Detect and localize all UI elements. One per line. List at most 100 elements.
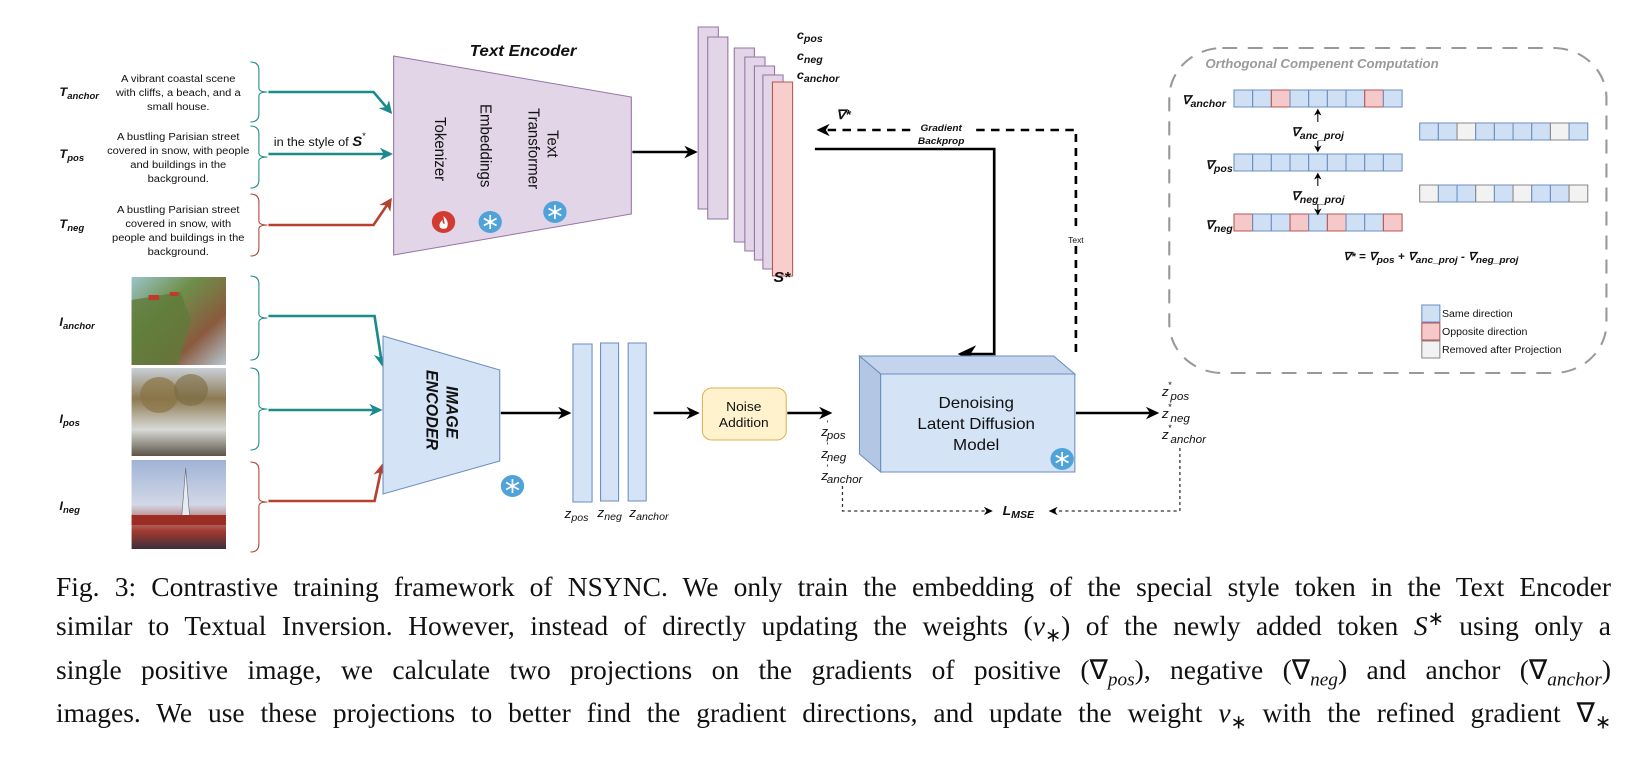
cond-label-anchor: canchor: [797, 68, 840, 85]
text-input-neg: Tneg A bustling Parisian street covered …: [59, 193, 268, 258]
text-input-anchor: Tanchor A vibrant coastal scene with cli…: [59, 61, 268, 123]
diffusion-model-label-line1: Denoising: [938, 394, 1013, 411]
legend-label-same: Same direction: [1442, 309, 1513, 320]
grad-label-anchor: ∇anchor: [1182, 93, 1227, 110]
latent-anchor: [627, 342, 647, 502]
gradient-cell-same: [1289, 89, 1310, 108]
gradient-cell-same: [1364, 213, 1384, 232]
gradient-cell-same: [1456, 184, 1477, 203]
legend-swatch-opposite: [1421, 322, 1441, 341]
gradient-cell-removed: [1549, 122, 1570, 141]
prompt-neg-line: covered in snow, with: [125, 218, 231, 230]
gradient-cell-same: [1252, 153, 1272, 172]
gradient-cell-same: [1326, 153, 1347, 172]
prompt-pos-line: background.: [148, 173, 209, 185]
cond-label-neg: cneg: [797, 49, 824, 66]
token-embedding-stack: ⋮: [697, 26, 794, 277]
caption-line-1: Fig. 3: Contrastive training framework o…: [56, 571, 1611, 602]
special-token-label: S*: [774, 269, 792, 285]
gradient-cell-same: [1364, 153, 1384, 172]
token-embedding: [707, 36, 729, 220]
denoised-latent-label-neg: z*neg: [1161, 402, 1191, 425]
nsync-framework-diagram: Tanchor A vibrant coastal scene with cli…: [59, 26, 1608, 553]
legend: Same direction Opposite direction Remove…: [1421, 304, 1562, 359]
image-label-anchor: Ianchor: [59, 315, 96, 331]
latent-pos: [572, 343, 593, 503]
gradient-cell-opposite: [1364, 89, 1384, 108]
prompt-neg-line: people and buildings in the: [112, 232, 244, 244]
prompt-neg-line: background.: [148, 246, 209, 258]
grad-row-anc-proj: [1419, 122, 1589, 141]
text-input-pos: Tpos A bustling Parisian street covered …: [59, 125, 268, 189]
image-label-pos: Ipos: [59, 412, 80, 428]
loss-label: LMSE: [1003, 503, 1036, 521]
prompt-anchor-line: with cliffs, a beach, and a: [115, 87, 242, 99]
text-transformer-word1: Text: [543, 130, 560, 158]
anc-proj-label: ∇anc_proj: [1291, 125, 1345, 142]
gradient-cell-removed: [1475, 184, 1495, 203]
caption-line-2: similar to Textual Inversion. However, i…: [56, 609, 1611, 647]
noisy-latent-label-anchor: z'anchor: [820, 463, 863, 486]
prompt-pos-line: and buildings in the: [130, 159, 226, 171]
snowflake-icon: [478, 211, 502, 233]
image-thumbnail-anchor: [131, 277, 227, 365]
gradient-cell-same: [1437, 184, 1458, 203]
gradient-backprop-arrow: [816, 123, 1078, 352]
image-encoder-label-line1: IMAGE: [443, 386, 462, 439]
gradient-label-bg: [910, 120, 972, 148]
arrow-image-anchor: [268, 314, 388, 367]
gradient-cell-opposite: [1270, 89, 1291, 108]
text-side-label: Text: [1068, 236, 1084, 245]
brace-anchor: [250, 61, 268, 123]
gradient-cell-same: [1252, 213, 1272, 232]
grad-label-neg: ∇neg: [1205, 218, 1233, 235]
brace-image-pos: [250, 367, 268, 451]
gradient-cell-same: [1252, 89, 1272, 108]
latent-label-neg: zneg: [596, 505, 622, 523]
text-transformer-label: Text Transformer: [524, 108, 561, 189]
gradient-cell-same: [1437, 122, 1458, 141]
gradient-label-line2: Backprop: [918, 136, 964, 147]
gradient-cell-same: [1493, 122, 1514, 141]
gradient-cell-opposite: [1289, 213, 1310, 232]
gradient-cell-same: [1345, 153, 1366, 172]
image-label-neg: Ineg: [59, 499, 80, 515]
gradient-cell-same: [1233, 153, 1254, 172]
legend-label-removed: Removed after Projection: [1442, 345, 1562, 356]
brace-image-neg: [250, 461, 268, 553]
gradient-label-line1: Gradient: [920, 123, 962, 134]
gradient-cell-same: [1326, 89, 1347, 108]
gradient-cell-removed: [1568, 184, 1589, 203]
orthogonal-panel-title: Orthogonal Compenent Computation: [1205, 56, 1438, 71]
prompt-anchor-line: A vibrant coastal scene: [121, 73, 235, 85]
gradient-symbol: ∇*: [836, 107, 851, 122]
prompt-anchor-line: small house.: [147, 101, 209, 113]
loss-arrow-right: [1048, 448, 1181, 516]
denoised-latent-label-pos: z*pos: [1161, 380, 1190, 403]
gradient-cell-same: [1382, 153, 1403, 172]
text-side-label-bg: [1063, 232, 1089, 246]
noise-addition-label-line1: Noise: [726, 399, 761, 414]
text-encoder-block: [393, 55, 632, 256]
embeddings-label: Embeddings: [477, 104, 494, 188]
figure-caption: Fig. 3: Contrastive training framework o…: [56, 570, 1611, 740]
gradient-cell-same: [1308, 213, 1328, 232]
gradient-cell-same: [1549, 184, 1570, 203]
snowflake-icon: [543, 201, 567, 223]
grad-label-pos: ∇pos: [1205, 158, 1233, 175]
style-suffix-label: in the style of S*: [274, 131, 367, 150]
gradient-cell-same: [1475, 122, 1495, 141]
arrow-text-neg: [268, 197, 392, 227]
brace-image-anchor: [250, 275, 268, 361]
noise-addition-label-line2: Addition: [719, 415, 769, 430]
neg-proj-label: ∇neg_proj: [1291, 189, 1345, 206]
image-encoder-block: [382, 335, 501, 495]
gradient-cell-removed: [1419, 184, 1439, 203]
gradient-cell-same: [1419, 122, 1439, 141]
text-transformer-word2: Transformer: [524, 108, 541, 189]
grad-row-anchor: [1233, 89, 1403, 108]
latent-label-pos: zpos: [563, 506, 588, 524]
gradient-cell-same: [1345, 89, 1366, 108]
gradient-cell-same: [1308, 89, 1328, 108]
prompt-pos-line: covered in snow, with people: [107, 145, 249, 157]
